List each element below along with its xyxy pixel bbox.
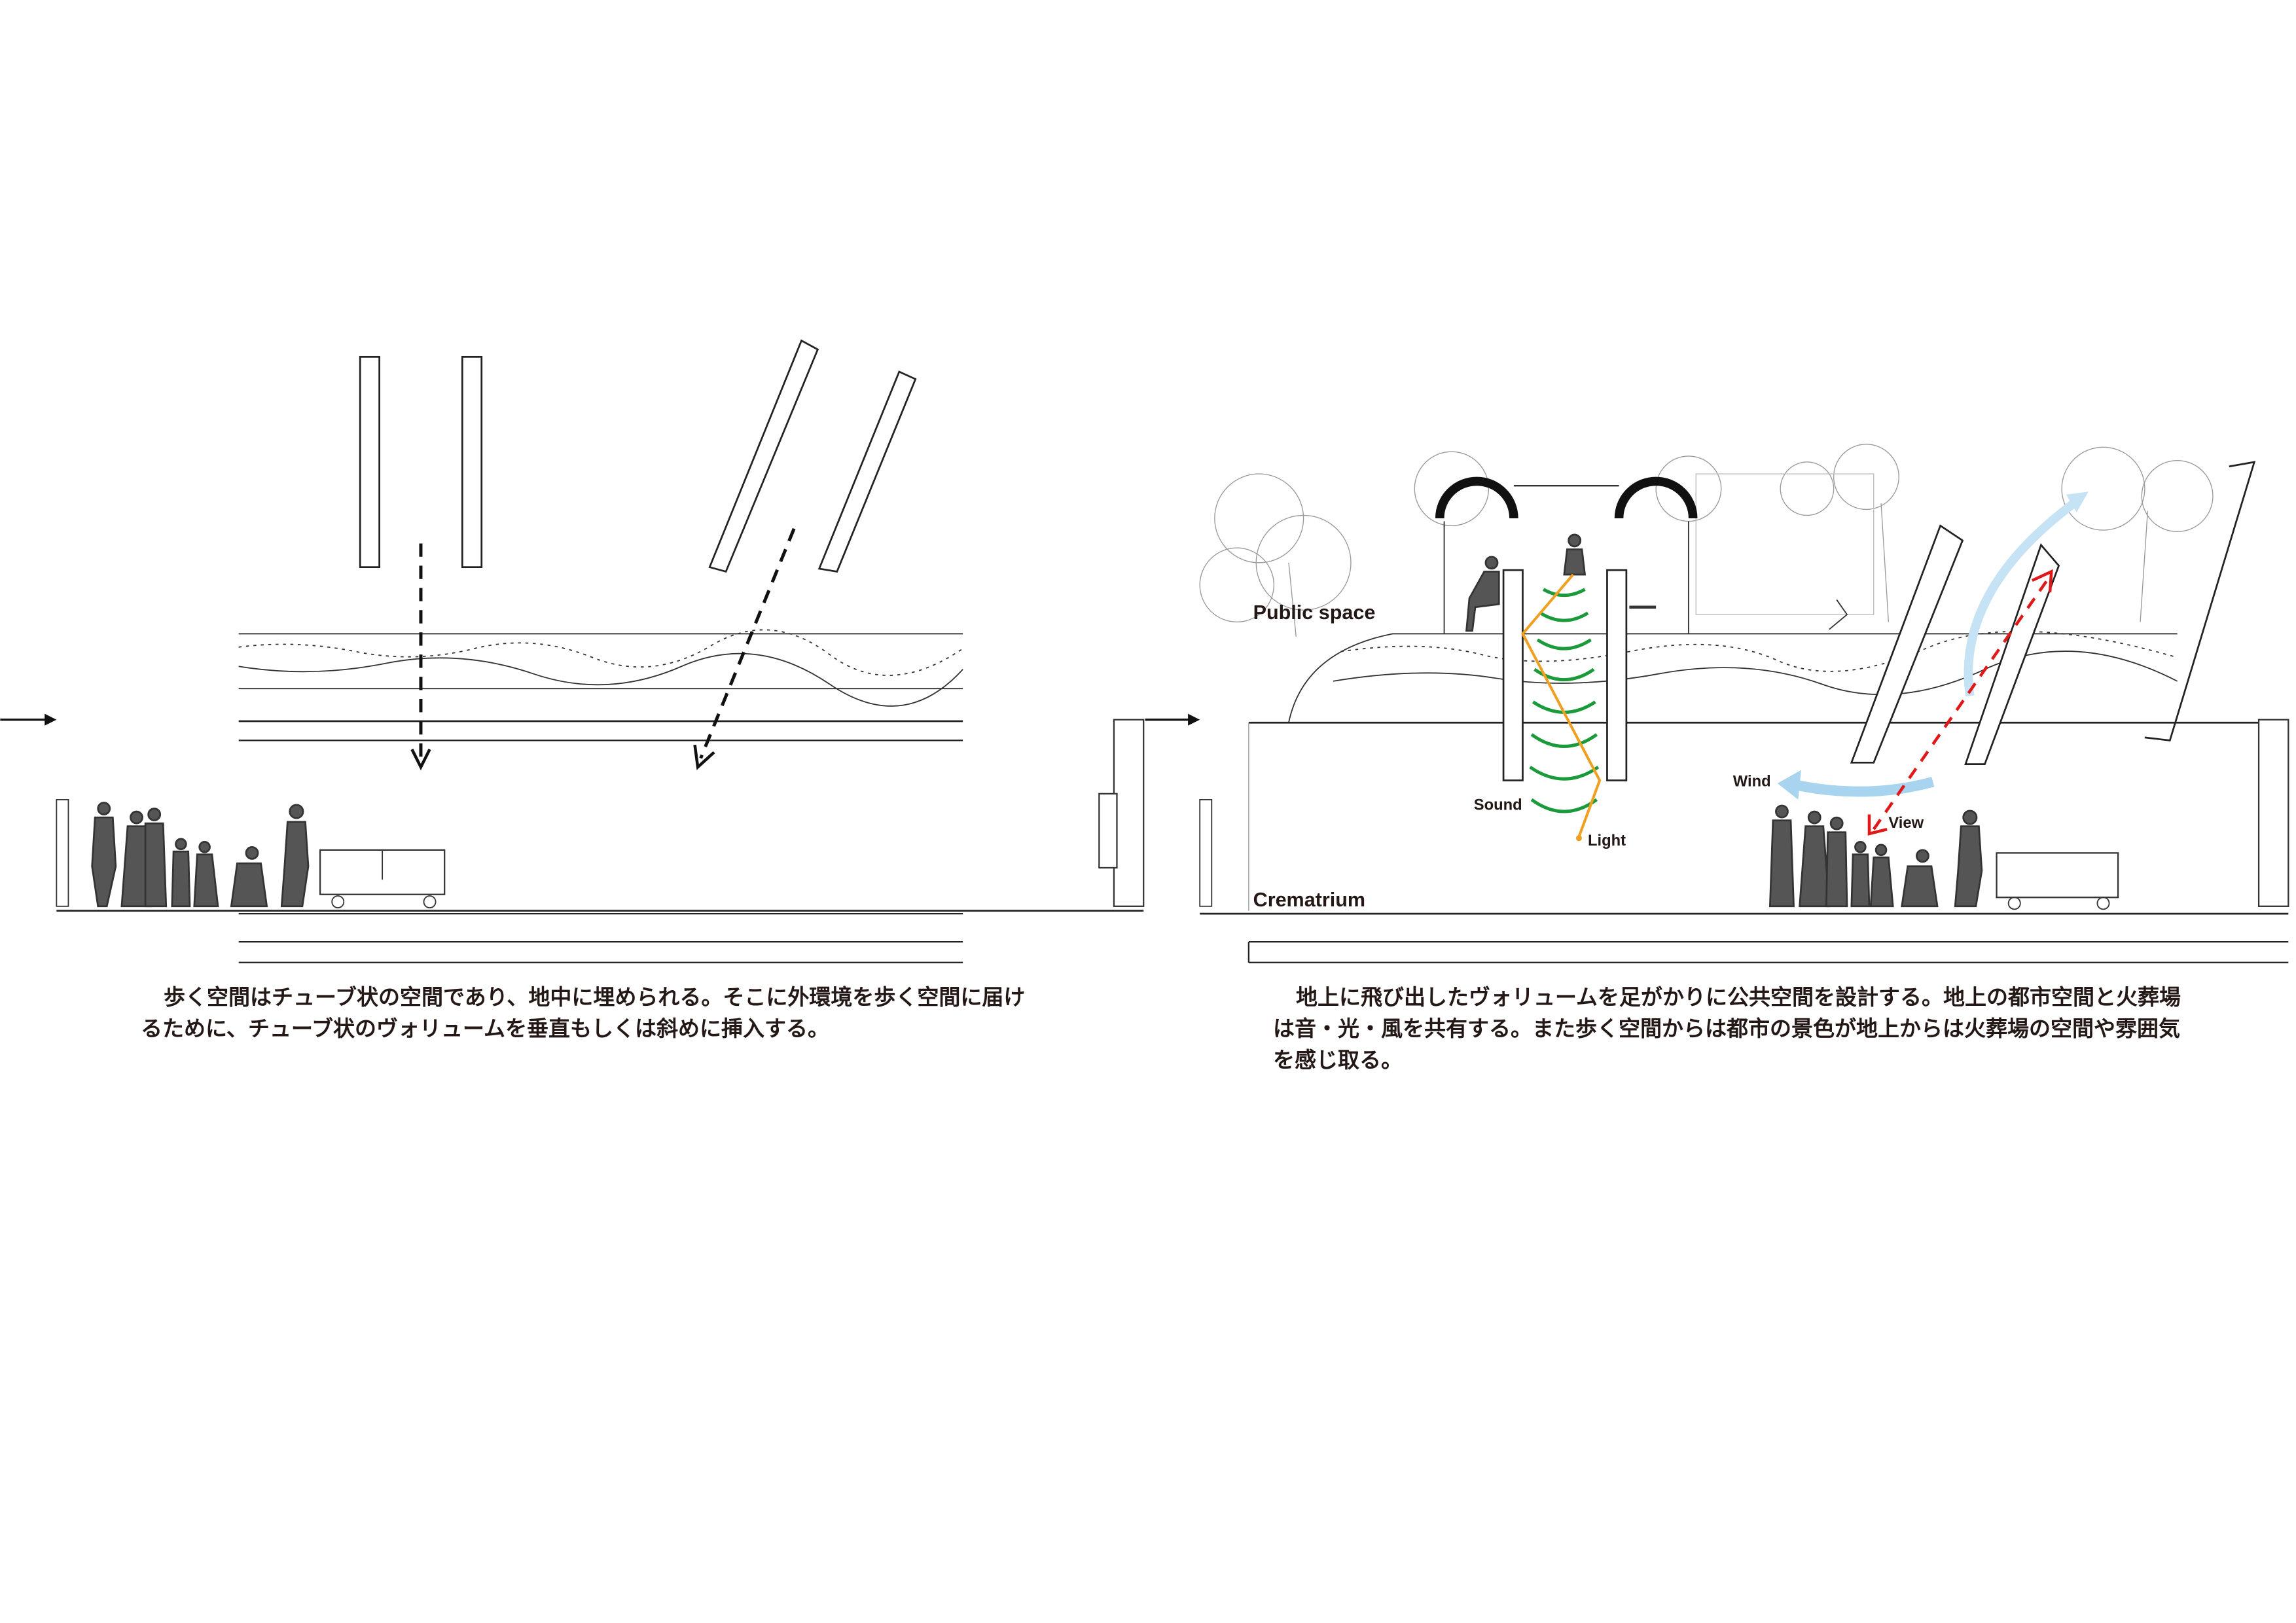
- label-wind: Wind: [1733, 773, 1771, 791]
- entry-arrow-left: [0, 713, 57, 726]
- label-light: Light: [1588, 832, 1626, 849]
- label-public-space: Public space: [1253, 601, 1376, 624]
- label-sound: Sound: [1474, 796, 1522, 814]
- walking-corridor: [56, 910, 1144, 963]
- right-caption-line: を感じ取る。: [1273, 1047, 1403, 1073]
- sound-waves: [1529, 588, 1600, 813]
- left-section-drawing: [0, 339, 1145, 963]
- right-section-drawing: Public space Crematrium Sound Light Wind…: [1145, 444, 2289, 963]
- left-caption: 歩く空間はチューブ状の空間であり、地中に埋められる。そこに外環境を歩く空間に届け…: [141, 982, 1025, 1044]
- slanted-tube: [708, 339, 917, 573]
- left-caption-line: るために、チューブ状のヴォリュームを垂直もしくは斜めに挿入する。: [141, 1016, 830, 1041]
- vehicle-right: [1098, 719, 1145, 907]
- funeral-procession-people-right: [1768, 719, 2289, 910]
- light-path: [1521, 573, 1602, 842]
- right-caption: 地上に飛び出したヴォリュームを足がかりに公共空間を設計する。地上の都市空間と火葬…: [1273, 982, 2181, 1076]
- slanted-tube-right: [1850, 461, 2256, 765]
- right-caption-line: 地上に飛び出したヴォリュームを足がかりに公共空間を設計する。地上の都市空間と火葬…: [1296, 984, 2181, 1010]
- label-crematrium: Crematrium: [1253, 889, 1365, 911]
- wind-arrow: [1777, 491, 2089, 800]
- casket-trolley: [319, 849, 446, 908]
- right-caption-line: は音・光・風を共有する。また歩く空間からは都市の景色が地上からは火葬場の空間や雰…: [1273, 1016, 2180, 1041]
- view-arrow: [1867, 569, 2053, 836]
- vertical-tube-right: [1502, 569, 1628, 781]
- crematrium-floor: [1199, 798, 2289, 963]
- insert-arrow-vertical: [410, 543, 431, 771]
- vertical-tube: [359, 355, 483, 569]
- pavilion: [1435, 476, 1848, 634]
- ground-soil-layer-right: [1248, 630, 2289, 911]
- left-caption-line: 歩く空間はチューブ状の空間であり、地中に埋められる。そこに外環境を歩く空間に届け: [164, 984, 1026, 1010]
- label-view: View: [1888, 814, 1924, 832]
- insert-arrow-slanted: [693, 527, 796, 770]
- entry-arrow-right: [1145, 713, 1200, 726]
- ground-soil-layer: [238, 629, 963, 741]
- funeral-procession-people: [56, 798, 446, 908]
